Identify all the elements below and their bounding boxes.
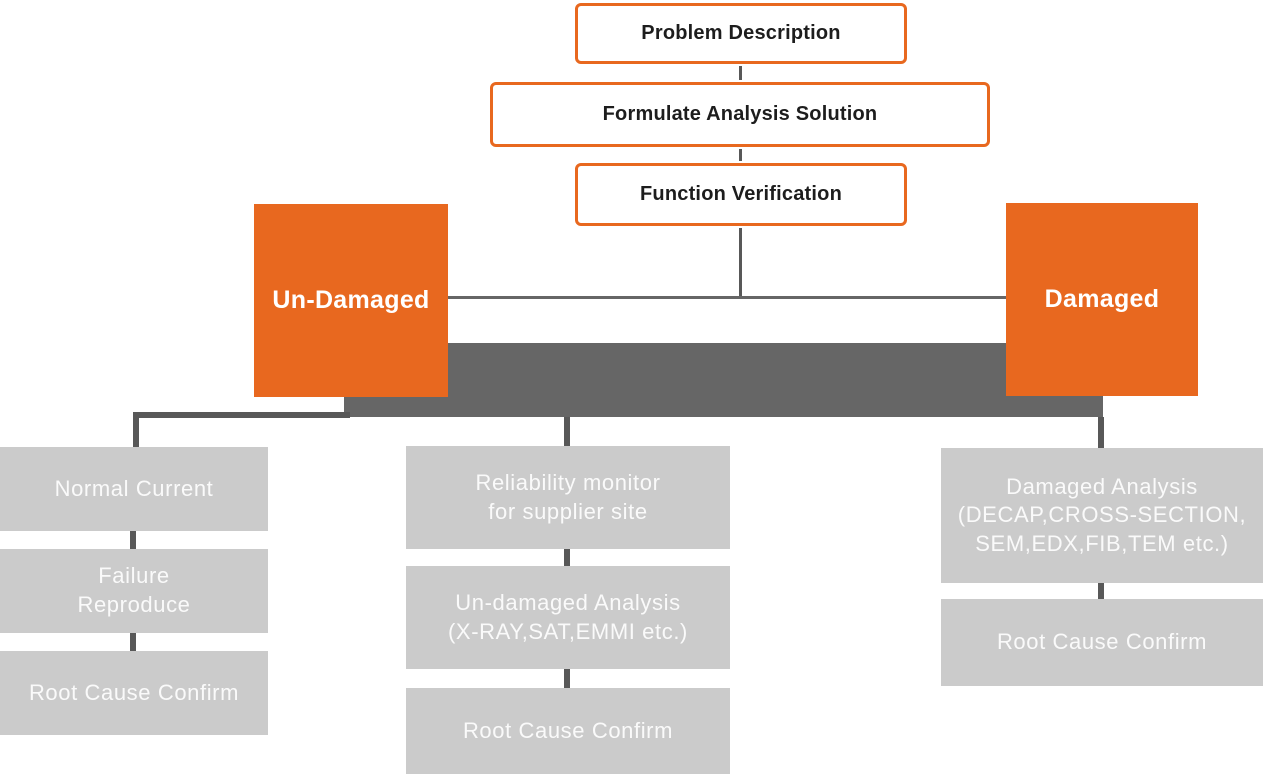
node-formulate-analysis-solution: Formulate Analysis Solution xyxy=(490,82,990,147)
node-root-cause-confirm-left-label: Root Cause Confirm xyxy=(28,679,240,705)
node-damaged-label: Damaged xyxy=(1044,285,1160,313)
connector-left-2 xyxy=(130,633,136,651)
node-problem-description-label: Problem Description xyxy=(641,22,841,44)
node-normal-current: Normal Current xyxy=(0,447,268,531)
node-formulate-analysis-solution-label: Formulate Analysis Solution xyxy=(602,103,878,125)
connector-middle-2 xyxy=(564,669,570,688)
connector-branch-horizontal xyxy=(448,296,1006,299)
node-function-verification: Function Verification xyxy=(575,163,907,226)
node-root-cause-confirm-right-label: Root Cause Confirm xyxy=(996,629,1208,655)
node-reliability-monitor-label: Reliability monitor for supplier site xyxy=(475,469,661,524)
node-normal-current-label: Normal Current xyxy=(54,475,214,501)
node-damaged-analysis: Damaged Analysis (DECAP,CROSS-SECTION, S… xyxy=(941,448,1263,583)
connector-function-to-branch xyxy=(739,228,742,296)
connector-left-1 xyxy=(130,531,136,549)
connector-middle-1 xyxy=(564,549,570,566)
node-un-damaged-analysis: Un-damaged Analysis (X-RAY,SAT,EMMI etc.… xyxy=(406,566,730,669)
connector-bar-to-right-column xyxy=(1098,417,1104,448)
connector-problem-to-formulate xyxy=(739,66,742,80)
node-root-cause-confirm-left: Root Cause Confirm xyxy=(0,651,268,735)
connector-formulate-to-function xyxy=(739,149,742,161)
node-root-cause-confirm-middle: Root Cause Confirm xyxy=(406,688,730,774)
node-problem-description: Problem Description xyxy=(575,3,907,64)
connector-bar-to-middle-column xyxy=(564,417,570,446)
node-un-damaged-label: Un-Damaged xyxy=(272,286,430,314)
connector-left-elbow-horizontal xyxy=(133,412,350,418)
node-function-verification-label: Function Verification xyxy=(640,183,842,205)
dark-bar-thin xyxy=(344,396,1103,417)
node-failure-reproduce-label: Failure Reproduce xyxy=(77,563,191,617)
node-un-damaged-analysis-label: Un-damaged Analysis (X-RAY,SAT,EMMI etc.… xyxy=(448,589,688,644)
node-failure-reproduce: Failure Reproduce xyxy=(0,549,268,633)
node-damaged: Damaged xyxy=(1006,203,1198,396)
node-root-cause-confirm-middle-label: Root Cause Confirm xyxy=(462,717,674,743)
node-damaged-analysis-label: Damaged Analysis (DECAP,CROSS-SECTION, S… xyxy=(957,473,1247,556)
node-un-damaged: Un-Damaged xyxy=(254,204,448,397)
node-reliability-monitor: Reliability monitor for supplier site xyxy=(406,446,730,549)
node-root-cause-confirm-right: Root Cause Confirm xyxy=(941,599,1263,686)
connector-left-elbow-vertical xyxy=(133,412,139,447)
connector-right-1 xyxy=(1098,583,1104,599)
